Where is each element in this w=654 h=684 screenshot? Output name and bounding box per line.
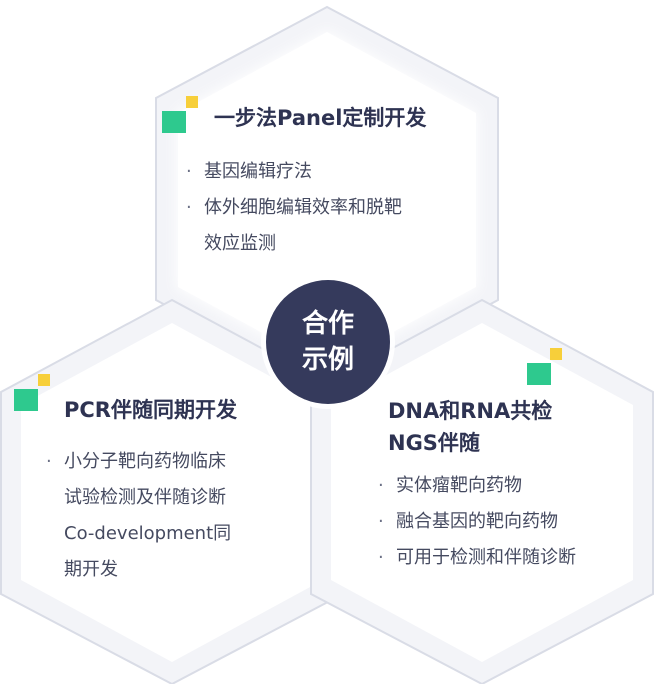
- hex-left-list: 小分子靶向药物临床 试验检测及伴随诊断 Co-development同 期开发: [46, 444, 326, 588]
- hex-top-content: 一步法Panel定制开发: [214, 103, 474, 133]
- hex-top-title: 一步法Panel定制开发: [214, 106, 427, 130]
- hex-top-list-wrap: 基因编辑疗法 体外细胞编辑效率和脱靶 效应监测: [186, 154, 476, 262]
- list-item: 可用于检测和伴随诊断: [378, 540, 638, 576]
- hex-right-list-wrap: 实体瘤靶向药物 融合基因的靶向药物 可用于检测和伴随诊断: [378, 468, 638, 576]
- center-label-line1: 合作: [301, 309, 354, 339]
- list-item-continuation: Co-development同: [64, 523, 232, 544]
- hex-left-title: PCR伴随同期开发: [64, 398, 237, 422]
- list-item: 小分子靶向药物临床: [46, 444, 326, 480]
- list-item: 实体瘤靶向药物: [378, 468, 638, 504]
- center-label: 合作 示例: [261, 275, 395, 409]
- list-item-continuation: 期开发: [64, 559, 118, 580]
- list-item: 体外细胞编辑效率和脱靶: [186, 190, 476, 226]
- list-item: 融合基因的靶向药物: [378, 504, 638, 540]
- left-green-square: [14, 389, 38, 411]
- hex-left-content: PCR伴随同期开发: [64, 395, 314, 425]
- list-item-continuation: 效应监测: [204, 233, 276, 254]
- hex-right-title-line1: DNA和RNA共检: [388, 399, 553, 423]
- left-yellow-square: [38, 374, 50, 386]
- accent-squares: [14, 96, 562, 411]
- hex-left-list-wrap: 小分子靶向药物临床 试验检测及伴随诊断 Co-development同 期开发: [46, 444, 326, 588]
- hex-right-list: 实体瘤靶向药物 融合基因的靶向药物 可用于检测和伴随诊断: [378, 468, 638, 576]
- hex-right-title-line2: NGS伴随: [388, 431, 480, 455]
- right-green-square: [527, 363, 551, 385]
- list-item-continuation: 试验检测及伴随诊断: [64, 487, 226, 508]
- top-green-square: [162, 111, 186, 133]
- center-label-line2: 示例: [301, 345, 354, 375]
- right-yellow-square: [550, 348, 562, 360]
- hex-right-content: DNA和RNA共检 NGS伴随: [388, 396, 628, 458]
- center-badge: [261, 275, 395, 409]
- hex-left: [0, 298, 344, 684]
- list-item: 基因编辑疗法: [186, 154, 476, 190]
- hex-top-list: 基因编辑疗法 体外细胞编辑效率和脱靶 效应监测: [186, 154, 476, 262]
- top-yellow-square: [186, 96, 198, 108]
